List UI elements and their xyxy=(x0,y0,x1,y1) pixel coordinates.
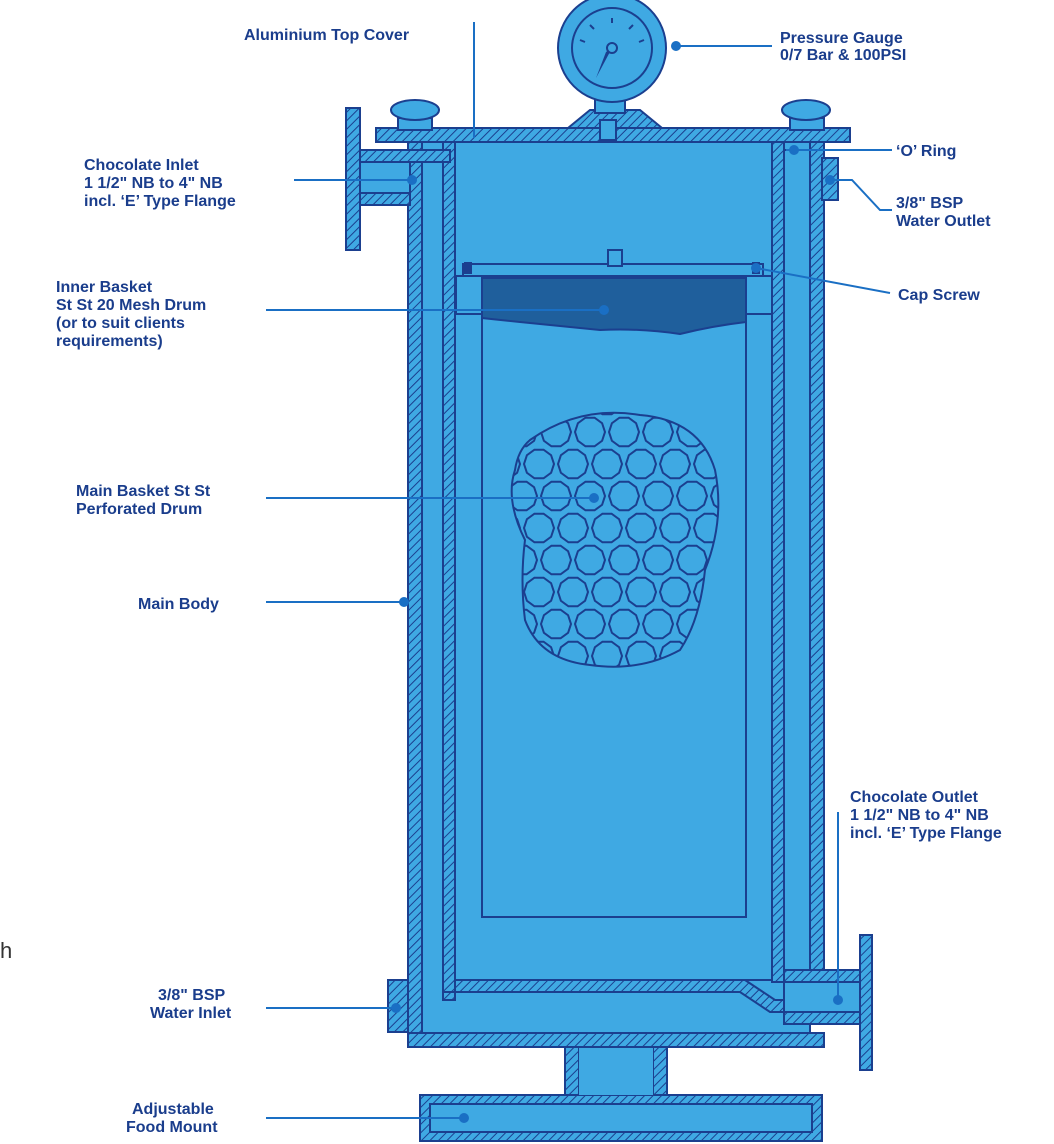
perforation-hole xyxy=(658,448,692,480)
label-pressure-gauge: Pressure Gauge 0/7 Bar & 100PSI xyxy=(780,30,907,64)
chocolate-outlet-flange xyxy=(783,934,873,1071)
leader-lines xyxy=(266,22,892,1123)
label-adjustable-mount-line-2: Food Mount xyxy=(126,1119,218,1136)
label-chocolate-inlet: Chocolate Inlet 1 1/2" NB to 4" NB incl.… xyxy=(84,157,236,210)
label-main-basket-line-2: Perforated Drum xyxy=(76,501,202,518)
perforation-hole xyxy=(511,544,539,576)
label-inner-basket-line-1: Inner Basket xyxy=(56,279,153,296)
perforation-hole xyxy=(607,480,641,512)
label-water-inlet-line-1: 3/8" BSP xyxy=(158,987,226,1004)
perforation-hole xyxy=(556,512,590,544)
label-cap-screw: Cap Screw xyxy=(898,287,980,304)
label-water-outlet-line-1: 3/8" BSP xyxy=(896,195,964,212)
perforation-hole xyxy=(556,576,590,608)
perforation-hole xyxy=(624,448,658,480)
perforation-hole xyxy=(590,576,624,608)
perforation-hole xyxy=(539,544,573,576)
perforation-hole xyxy=(539,480,573,512)
perforation-hole xyxy=(624,512,658,544)
chocolate-inlet-flange xyxy=(345,107,451,251)
perforation-hole xyxy=(590,448,624,480)
perforation-hole xyxy=(641,480,675,512)
perforation-hole xyxy=(522,512,556,544)
perforation-hole xyxy=(675,544,709,576)
label-chocolate-inlet-line-2: 1 1/2" NB to 4" NB xyxy=(84,175,223,192)
pressure-gauge xyxy=(557,0,667,114)
label-inner-basket-line-4: requirements) xyxy=(56,333,163,350)
perforation-hole xyxy=(556,448,590,480)
label-chocolate-inlet-line-3: incl. ‘E’ Type Flange xyxy=(84,193,236,210)
perforation-hole xyxy=(556,640,590,667)
perforation-hole xyxy=(641,544,675,576)
label-chocolate-outlet-line-2: 1 1/2" NB to 4" NB xyxy=(850,807,989,824)
perforation-hole xyxy=(607,608,641,640)
label-main-basket: Main Basket St St Perforated Drum xyxy=(76,483,215,518)
perforation-hole xyxy=(658,512,692,544)
perforation-hole xyxy=(658,640,692,667)
perforation-hole xyxy=(522,448,556,480)
label-water-inlet-line-2: Water Inlet xyxy=(150,1005,232,1022)
perforation-hole xyxy=(624,576,658,608)
inner-basket xyxy=(455,249,773,336)
aluminium-top-cover xyxy=(375,99,851,143)
perforation-hole xyxy=(675,480,709,512)
perforation-hole xyxy=(590,512,624,544)
label-inner-basket-line-2: St St 20 Mesh Drum xyxy=(56,297,206,314)
perforation-hole xyxy=(511,480,539,512)
label-o-ring: ‘O’ Ring xyxy=(896,143,956,160)
perforation-hole xyxy=(709,480,719,512)
perforation-hole xyxy=(641,608,675,640)
label-chocolate-outlet: Chocolate Outlet 1 1/2" NB to 4" NB incl… xyxy=(850,789,1002,842)
label-main-basket-line-1: Main Basket St St xyxy=(76,483,211,500)
label-water-outlet-line-2: Water Outlet xyxy=(896,213,991,230)
label-adjustable-mount-line-1: Adjustable xyxy=(132,1101,214,1118)
label-pressure-gauge-line-1: Pressure Gauge xyxy=(780,30,903,47)
perforation-hole xyxy=(522,576,556,608)
perforation-hole xyxy=(539,608,573,640)
adjustable-foot-mount xyxy=(419,1044,823,1142)
label-aluminium-top-cover: Aluminium Top Cover xyxy=(244,27,409,44)
perforation-hole xyxy=(624,640,658,667)
label-inner-basket-line-3: (or to suit clients xyxy=(56,315,185,332)
perforation-hole xyxy=(573,544,607,576)
perforation-hole xyxy=(573,416,607,448)
stray-glyph: h xyxy=(0,938,12,963)
label-adjustable-mount: Adjustable Food Mount xyxy=(126,1101,218,1136)
label-main-body: Main Body xyxy=(138,596,219,613)
perforation-hole xyxy=(573,480,607,512)
label-chocolate-outlet-line-3: incl. ‘E’ Type Flange xyxy=(850,825,1002,842)
label-chocolate-inlet-line-1: Chocolate Inlet xyxy=(84,157,199,174)
perforation-hole xyxy=(607,416,641,448)
label-pressure-gauge-line-2: 0/7 Bar & 100PSI xyxy=(780,47,906,64)
label-chocolate-outlet-line-1: Chocolate Outlet xyxy=(850,789,979,806)
perforation-hole xyxy=(658,576,692,608)
perforation-hole xyxy=(607,544,641,576)
label-water-inlet: 3/8" BSP Water Inlet xyxy=(150,987,232,1022)
perforation-window xyxy=(510,411,720,668)
label-inner-basket: Inner Basket St St 20 Mesh Drum (or to s… xyxy=(56,279,211,350)
label-water-outlet: 3/8" BSP Water Outlet xyxy=(896,195,991,230)
perforation-hole xyxy=(590,640,624,667)
perforation-hole xyxy=(573,608,607,640)
